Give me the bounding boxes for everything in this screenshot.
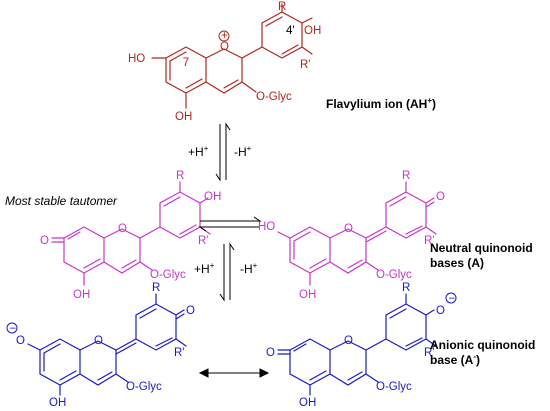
quinonoid-7-oglyc-label: O-Glyc bbox=[150, 269, 186, 281]
anion-right-oglyc-label: O-Glyc bbox=[376, 381, 412, 393]
neutral-caption-line-2: bases (A) bbox=[430, 256, 484, 270]
quinonoid-7-ring-o-label: O bbox=[118, 223, 127, 235]
anion-right-minus-label: − bbox=[449, 293, 456, 305]
quinonoid-7-oh-bottom-label: OH bbox=[73, 289, 90, 301]
anion-right-o-label: O bbox=[436, 305, 445, 317]
lower-minus-h-label: -H+ bbox=[240, 261, 258, 276]
most-stable-tautomer-label: Most stable tautomer bbox=[5, 194, 118, 208]
anion-right-r-label: R bbox=[402, 282, 410, 294]
flavylium-oglyc-label: O-Glyc bbox=[256, 91, 292, 103]
quinonoid-4-o-label: O bbox=[436, 191, 445, 203]
anion-left-negative-charge bbox=[6, 322, 18, 334]
anion-right-negative-charge bbox=[445, 292, 457, 304]
top-minus-h-label: -H+ bbox=[234, 144, 252, 159]
anion-right-structure bbox=[277, 293, 437, 396]
middle-equilibrium-arrows bbox=[198, 216, 262, 232]
anion-left-oh-bottom-label: OH bbox=[49, 397, 66, 409]
neutral-caption-line-1: Neutral quinonoid bbox=[430, 241, 533, 255]
quinonoid-4-r-prime-label: R' bbox=[424, 235, 435, 247]
anion-left-oglyc-label: O-Glyc bbox=[126, 381, 162, 393]
quinonoid-4-oh-bottom-label: OH bbox=[299, 289, 316, 301]
flavylium-oh-bottom-label: OH bbox=[175, 111, 192, 123]
quinonoid-7-structure bbox=[51, 181, 211, 286]
flavylium-ion-structure bbox=[151, 3, 313, 109]
anion-left-o-label: O bbox=[186, 305, 195, 317]
top-equilibrium-arrows bbox=[215, 122, 231, 182]
anion-right-oh-bottom-label: OH bbox=[299, 397, 316, 409]
anion-left-r-label: R bbox=[152, 282, 160, 294]
anionic-caption-line-2: base (A-) bbox=[430, 352, 480, 367]
anion-left-r-prime-label: R' bbox=[174, 347, 185, 359]
lower-plus-h-label: +H+ bbox=[194, 261, 215, 276]
quinonoid-7-r-label: R bbox=[176, 170, 184, 182]
quinonoid-4-structure bbox=[277, 181, 437, 286]
flavylium-plus-label: + bbox=[221, 30, 228, 42]
anion-left-minus-label: − bbox=[10, 323, 17, 335]
quinonoid-7-o-label: O bbox=[40, 235, 49, 247]
flavylium-oh-label: OH bbox=[304, 25, 321, 37]
flavylium-r-prime-label: R' bbox=[300, 59, 311, 71]
anion-left-o7-label: O bbox=[16, 335, 25, 347]
quinonoid-7-oh-label: OH bbox=[204, 191, 221, 203]
anion-right-o7-label: O bbox=[266, 347, 275, 359]
anion-right-ring-o-label: O bbox=[344, 335, 353, 347]
flavylium-ho-label: HO bbox=[128, 53, 145, 65]
anion-left-structure bbox=[27, 293, 187, 396]
anion-right-r-prime-label: R' bbox=[424, 347, 435, 359]
resonance-arrow bbox=[198, 368, 270, 378]
anion-left-ring-o-label: O bbox=[94, 335, 103, 347]
anionic-caption-line-1: Anionic quinonoid bbox=[430, 338, 535, 352]
flavylium-caption: Flavylium ion (AH+) bbox=[326, 96, 436, 111]
quinonoid-4-oglyc-label: O-Glyc bbox=[376, 269, 412, 281]
quinonoid-4-ho-label: HO bbox=[258, 221, 275, 233]
quinonoid-4-ring-o-label: O bbox=[344, 223, 353, 235]
lower-equilibrium-arrows bbox=[219, 242, 235, 302]
flavylium-4-label: 4' bbox=[286, 25, 295, 37]
flavylium-7-label: 7 bbox=[183, 57, 189, 69]
top-plus-h-label: +H+ bbox=[188, 144, 209, 159]
quinonoid-7-r-prime-label: R' bbox=[198, 235, 209, 247]
quinonoid-4-r-label: R bbox=[402, 170, 410, 182]
flavylium-r-label: R bbox=[278, 1, 286, 13]
flavylium-o-ring-label: O bbox=[220, 41, 229, 53]
